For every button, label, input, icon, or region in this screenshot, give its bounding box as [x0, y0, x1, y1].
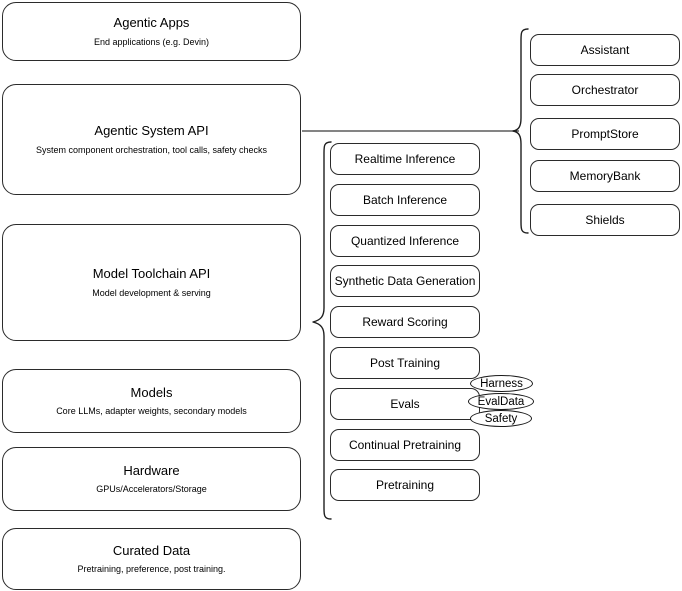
system-component-label: MemoryBank — [569, 168, 641, 183]
system-component-orchestrator[interactable]: Orchestrator — [530, 74, 680, 106]
system-component-label: Shields — [585, 212, 625, 227]
capability-realtime-inference[interactable]: Realtime Inference — [330, 143, 480, 175]
system-component-label: PromptStore — [571, 126, 639, 141]
eval-pill-harness[interactable]: Harness — [470, 375, 533, 392]
capability-label: Reward Scoring — [362, 314, 448, 329]
capability-label: Post Training — [369, 355, 441, 370]
capability-label: Evals — [390, 396, 420, 411]
eval-pill-label: Harness — [480, 377, 523, 390]
capability-batch-inference[interactable]: Batch Inference — [330, 184, 480, 216]
eval-pill-label: Safety — [484, 412, 518, 425]
system-component-memorybank[interactable]: MemoryBank — [530, 160, 680, 192]
layer-subtitle: GPUs/Accelerators/Storage — [96, 484, 207, 494]
capability-quantized-inference[interactable]: Quantized Inference — [330, 225, 480, 257]
capability-label: Batch Inference — [362, 192, 448, 207]
system-component-promptstore[interactable]: PromptStore — [530, 118, 680, 150]
capability-continual-pretraining[interactable]: Continual Pretraining — [330, 429, 480, 461]
layer-subtitle: End applications (e.g. Devin) — [93, 36, 210, 47]
capability-post-training[interactable]: Post Training — [330, 347, 480, 379]
layer-title: Agentic System API — [94, 123, 209, 139]
brace-toolchain-capabilities — [312, 141, 332, 520]
layer-subtitle: Model development & serving — [92, 287, 211, 298]
layer-title: Agentic Apps — [113, 15, 190, 31]
layer-title: Curated Data — [112, 542, 191, 558]
system-component-label: Assistant — [580, 42, 630, 57]
system-component-shields[interactable]: Shields — [530, 204, 680, 236]
layer-agentic-apps[interactable]: Agentic Apps End applications (e.g. Devi… — [2, 2, 301, 61]
eval-pill-safety[interactable]: Safety — [470, 410, 532, 427]
eval-pill-label: EvalData — [477, 395, 525, 408]
layer-models[interactable]: Models Core LLMs, adapter weights, secon… — [2, 369, 301, 433]
capability-reward-scoring[interactable]: Reward Scoring — [330, 306, 480, 338]
layer-subtitle: System component orchestration, tool cal… — [35, 144, 268, 155]
system-component-label: Orchestrator — [571, 82, 639, 97]
brace-system-components — [512, 28, 529, 234]
system-component-assistant[interactable]: Assistant — [530, 34, 680, 66]
capability-synthetic-data-generation[interactable]: Synthetic Data Generation — [330, 265, 480, 297]
layer-subtitle: Pretraining, preference, post training. — [77, 564, 226, 574]
capability-label: Quantized Inference — [350, 233, 460, 248]
layer-subtitle: Core LLMs, adapter weights, secondary mo… — [56, 406, 247, 416]
capability-label: Realtime Inference — [354, 151, 456, 166]
capability-label: Pretraining — [375, 477, 435, 492]
layer-agentic-system-api[interactable]: Agentic System API System component orch… — [2, 84, 301, 195]
eval-pill-evaldata[interactable]: EvalData — [468, 393, 534, 410]
layer-title: Hardware — [123, 462, 180, 478]
layer-curated-data[interactable]: Curated Data Pretraining, preference, po… — [2, 528, 301, 590]
capability-pretraining[interactable]: Pretraining — [330, 469, 480, 501]
layer-model-toolchain-api[interactable]: Model Toolchain API Model development & … — [2, 224, 301, 341]
layer-title: Model Toolchain API — [92, 266, 211, 282]
capability-label: Continual Pretraining — [348, 437, 462, 452]
capability-label: Synthetic Data Generation — [334, 273, 476, 288]
capability-evals[interactable]: Evals — [330, 388, 480, 420]
layer-hardware[interactable]: Hardware GPUs/Accelerators/Storage — [2, 447, 301, 511]
layer-title: Models — [130, 384, 173, 400]
